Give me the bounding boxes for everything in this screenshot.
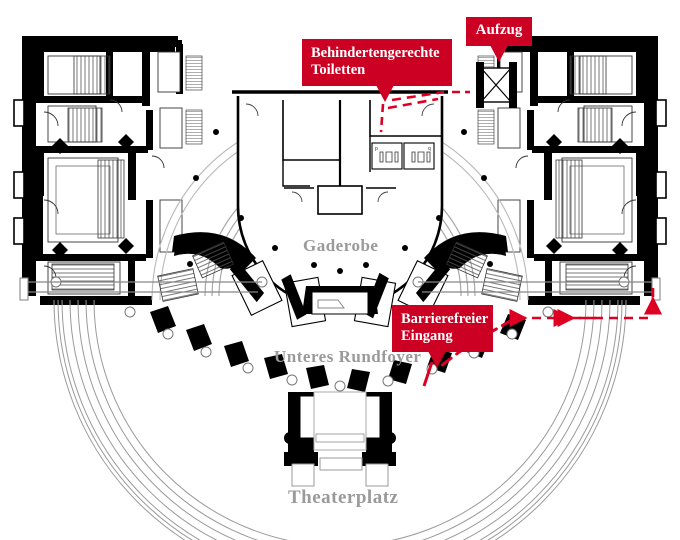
callout-barrierefreier-eingang[interactable]: Barrierefreier Eingang <box>392 305 493 369</box>
right-wing <box>477 36 667 305</box>
elevator-icon <box>476 62 517 108</box>
callout-aufzug[interactable]: Aufzug <box>466 17 532 62</box>
callout-line-2: Eingang <box>401 328 453 345</box>
callout-line-1: Aufzug <box>475 22 523 38</box>
callout-line-1: Barrierefreier <box>401 311 489 327</box>
callout-behindertengerechte-toiletten[interactable]: Behindertengerechte Toiletten <box>302 39 452 103</box>
svg-text:q: q <box>428 146 431 152</box>
left-wing <box>13 36 203 305</box>
callout-pointer-icon <box>376 85 394 103</box>
svg-text:p: p <box>375 146 378 152</box>
column-dots <box>187 129 493 274</box>
callout-line-2: Toiletten <box>311 62 366 79</box>
callout-pointer-icon <box>490 44 508 62</box>
area-label-gaderobe: Gaderobe <box>303 236 379 255</box>
area-label-theaterplatz: Theaterplatz <box>288 487 399 508</box>
area-label-unteres-rundfoyer: Unteres Rundfoyer <box>274 347 422 366</box>
toilet-icon: q <box>403 142 435 170</box>
main-portico <box>284 391 396 487</box>
toilet-icon: p <box>371 142 403 170</box>
callout-line-1: Behindertengerechte <box>311 45 440 61</box>
foyer-wall-segments <box>157 232 523 328</box>
callout-pointer-icon <box>428 351 446 369</box>
